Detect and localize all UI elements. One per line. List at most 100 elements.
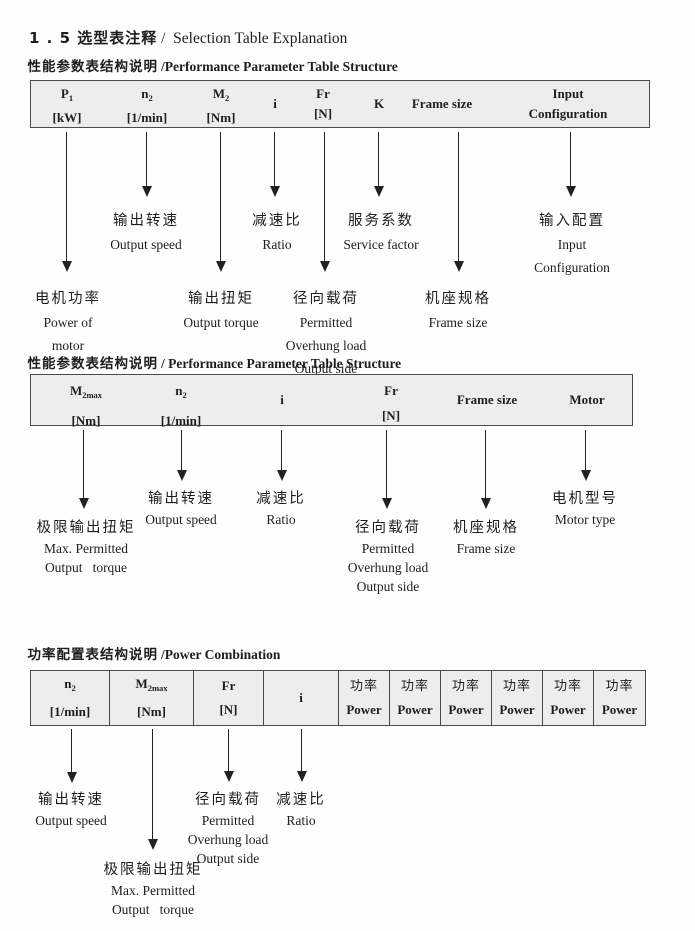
callout-line-zh: 输出扭矩 (188, 291, 254, 307)
callout-line-en: Output speed (145, 512, 217, 527)
callout-line-en: Overhung load (285, 338, 367, 353)
callout-line-zh: 极限输出扭矩 (36, 520, 136, 536)
callout-line-en: Power of (43, 315, 93, 330)
callout-line-zh: 减速比 (276, 792, 326, 808)
section1-heading-zh: 性能参数表结构说明 (27, 59, 158, 75)
col-n2: n2 [1/min] (31, 671, 110, 725)
callout-line-zh: 服务系数 (348, 213, 414, 229)
callout-frame-size: 机座规格 Frame size (425, 288, 491, 334)
col-frame-size: Frame size (456, 392, 518, 407)
callout-line-en: Configuration (534, 260, 610, 275)
callout-line-zh: 电机型号 (552, 491, 618, 507)
callout-line-en: Overhung load (187, 832, 269, 847)
callout-line-zh: 电机功率 (35, 291, 101, 307)
col-k: K (373, 96, 385, 111)
callout-line-en: Output torque (183, 315, 259, 330)
callout-line-en: Max. Permitted (111, 883, 195, 898)
callout-line-en: Permitted (201, 813, 255, 828)
callout-line-en: Overhung load (347, 560, 429, 575)
down-arrow-icon (580, 430, 591, 481)
callout-line-zh: 机座规格 (453, 520, 519, 536)
callout-output-speed: 输出转速 Output speed (145, 489, 217, 529)
callout-line-en: Output side (356, 579, 420, 594)
callout-line-zh: 径向载荷 (292, 291, 359, 307)
callout-line-en: Permitted (361, 541, 415, 556)
callout-max-output-torque: 极限输出扭矩 Max. Permitted Output torque (104, 860, 203, 919)
callout-input-configuration: 输入配置 Input Configuration (534, 210, 610, 279)
callout-line-en: Ratio (262, 237, 292, 252)
col-fr: Fr [N] (313, 86, 333, 121)
callout-line-zh: 减速比 (252, 213, 302, 229)
down-arrow-icon (176, 430, 187, 481)
callout-line-en: Output speed (35, 813, 107, 828)
down-arrow-icon (147, 729, 158, 850)
col-power-1: 功率 Power (339, 671, 390, 725)
col-fr: Fr [N] (194, 671, 264, 725)
callout-frame-size: 机座规格 Frame size (453, 518, 519, 558)
callout-line-zh: 减速比 (256, 491, 306, 507)
down-arrow-icon (269, 132, 280, 197)
col-m2max: M2max [Nm] (69, 383, 103, 428)
callout-line-zh: 输入配置 (539, 213, 605, 229)
down-arrow-icon (78, 430, 89, 509)
col-input-configuration: Input Configuration (528, 86, 608, 121)
col-m2: M2 [Nm] (206, 86, 236, 125)
callout-power-of-motor: 电机功率 Power of motor (35, 288, 101, 357)
col-fr: Fr [N] (381, 383, 401, 423)
callout-line-en: Output torque (111, 902, 195, 917)
section2-heading-zh: 性能参数表结构说明 (27, 356, 158, 372)
callout-line-en: Output torque (44, 560, 128, 575)
callout-line-en: Output side (196, 851, 260, 866)
callout-line-zh: 径向载荷 (194, 792, 261, 808)
col-power-2: 功率 Power (390, 671, 441, 725)
section2-heading: 性能参数表结构说明/ Performance Parameter Table S… (14, 336, 402, 388)
down-arrow-icon (215, 132, 226, 272)
down-arrow-icon (276, 430, 287, 481)
callout-line-en: Frame size (456, 541, 516, 556)
col-frame-size: Frame size (411, 96, 473, 111)
callout-ratio: 减速比 Ratio (252, 210, 302, 256)
col-power-3: 功率 Power (441, 671, 492, 725)
section3-heading-en: /Power Combination (161, 647, 281, 662)
down-arrow-icon (61, 132, 72, 272)
col-power-4: 功率 Power (492, 671, 543, 725)
col-n2: n2 [1/min] (126, 86, 168, 125)
callout-line-en: Frame size (428, 315, 488, 330)
callout-overhung-load: 径向载荷 Permitted Overhung load Output side (188, 790, 269, 868)
col-i: i (280, 392, 284, 407)
callout-line-zh: 径向载荷 (354, 520, 421, 536)
col-power-6: 功率 Power (601, 678, 638, 717)
callout-line-zh: 极限输出扭矩 (103, 862, 203, 878)
callout-line-en: Permitted (299, 315, 353, 330)
callout-motor-type: 电机型号 Motor type (552, 489, 618, 529)
callout-line-en: Max. Permitted (44, 541, 128, 556)
down-arrow-icon (223, 729, 234, 782)
callout-line-en: Ratio (266, 512, 296, 527)
col-motor: Motor (569, 392, 605, 407)
callout-line-en: Service factor (343, 237, 419, 252)
down-arrow-icon (565, 132, 576, 197)
col-m2max: M2max [Nm] (110, 671, 194, 725)
callout-line-en: Motor type (554, 512, 616, 527)
section3-heading-zh: 功率配置表结构说明 (27, 647, 158, 663)
callout-line-zh: 机座规格 (425, 291, 491, 307)
page-title-en: / Selection Table Explanation (157, 30, 348, 47)
callout-output-speed: 输出转速 Output speed (35, 790, 107, 830)
callout-max-output-torque: 极限输出扭矩 Max. Permitted Output torque (37, 518, 136, 577)
callout-service-factor: 服务系数 Service factor (343, 210, 418, 256)
callout-line-en: Output side (294, 361, 358, 376)
power-combination-table: n2 [1/min] M2max [Nm] Fr [N] i 功率 Power … (30, 670, 646, 726)
down-arrow-icon (66, 729, 77, 783)
down-arrow-icon (453, 132, 464, 272)
section2-heading-en: / Performance Parameter Table Structure (161, 356, 402, 371)
callout-line-en: Output speed (110, 237, 182, 252)
section3-heading: 功率配置表结构说明/Power Combination (14, 627, 281, 679)
parameter-table-1: P1 [kW] n2 [1/min] M2 [Nm] i Fr [N] K Fr… (30, 80, 650, 128)
callout-ratio: 减速比 Ratio (276, 790, 326, 830)
callout-line-zh: 输出转速 (113, 213, 179, 229)
callout-line-en: Ratio (286, 813, 316, 828)
down-arrow-icon (296, 729, 307, 782)
callout-line-en: Input (557, 237, 587, 252)
col-i: i (264, 671, 339, 725)
section1-heading-en: /Performance Parameter Table Structure (161, 59, 398, 74)
